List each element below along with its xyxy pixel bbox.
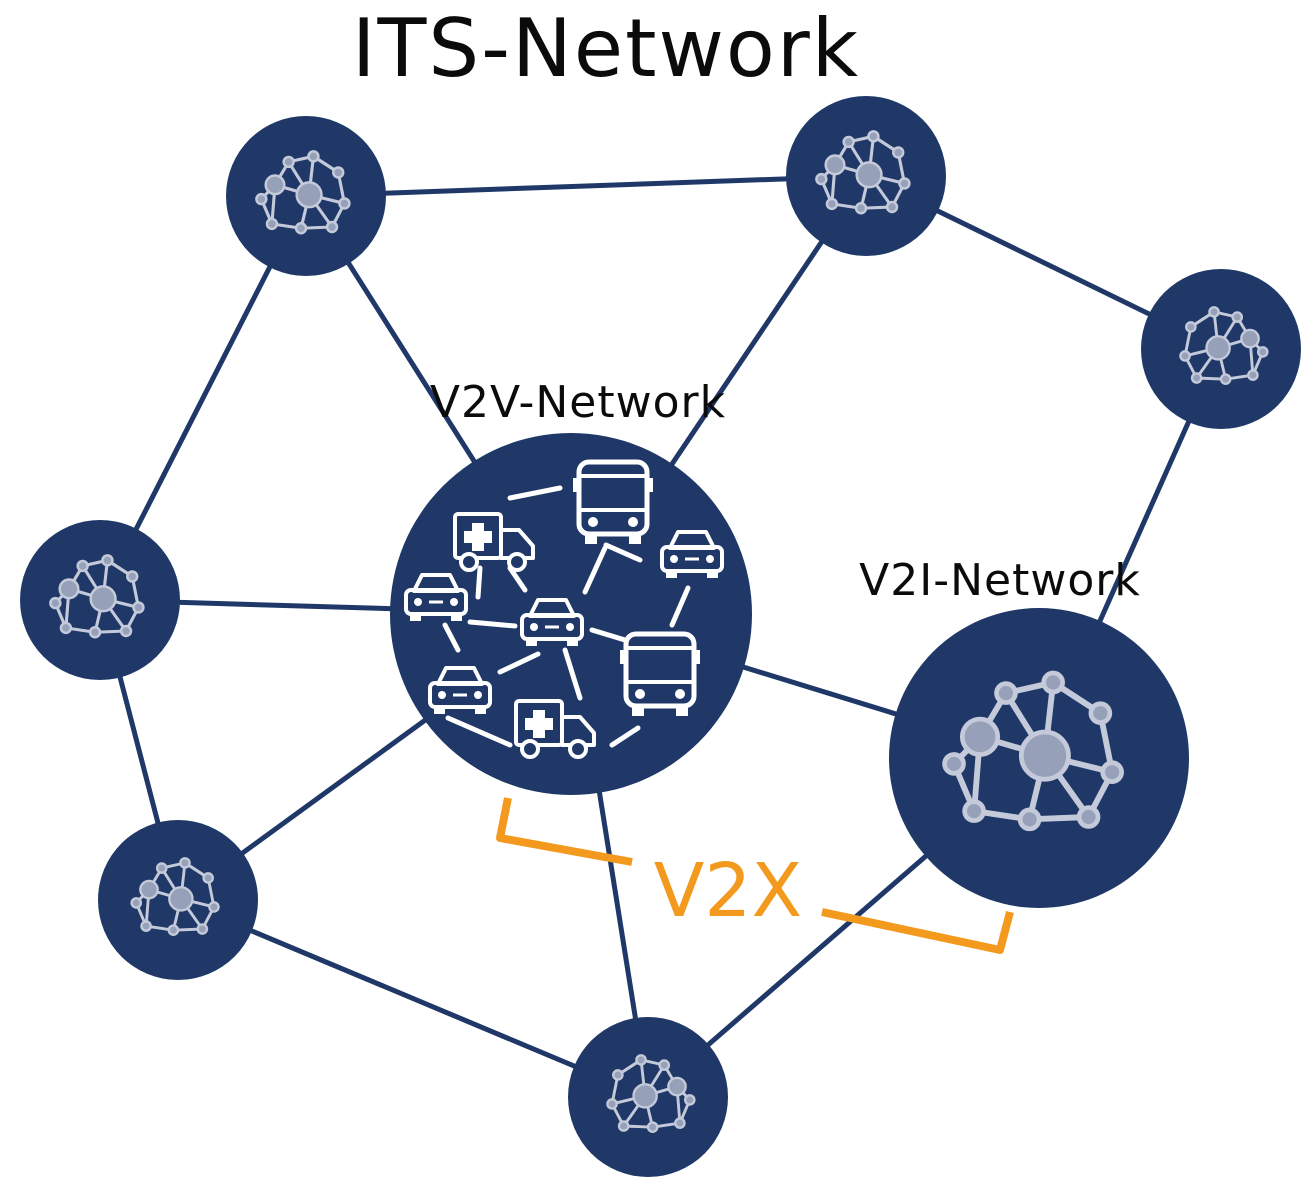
v2x-bracket <box>496 797 1014 954</box>
network-icon <box>1179 306 1269 385</box>
network-link <box>305 173 867 199</box>
network-icon <box>130 857 220 936</box>
v2i-network-label: V2I-Network <box>859 555 1141 606</box>
v2x-label: V2X <box>654 848 802 934</box>
network-icon <box>815 130 911 215</box>
v2v-vehicle-links <box>442 485 691 748</box>
network-icon <box>49 554 145 639</box>
diagram-title: ITS-Network <box>352 2 860 95</box>
network-icon <box>255 150 351 235</box>
network-icon <box>942 670 1124 832</box>
network-link <box>177 897 649 1100</box>
v2v-network-label: V2V-Network <box>430 377 726 428</box>
network-icon <box>606 1054 696 1133</box>
